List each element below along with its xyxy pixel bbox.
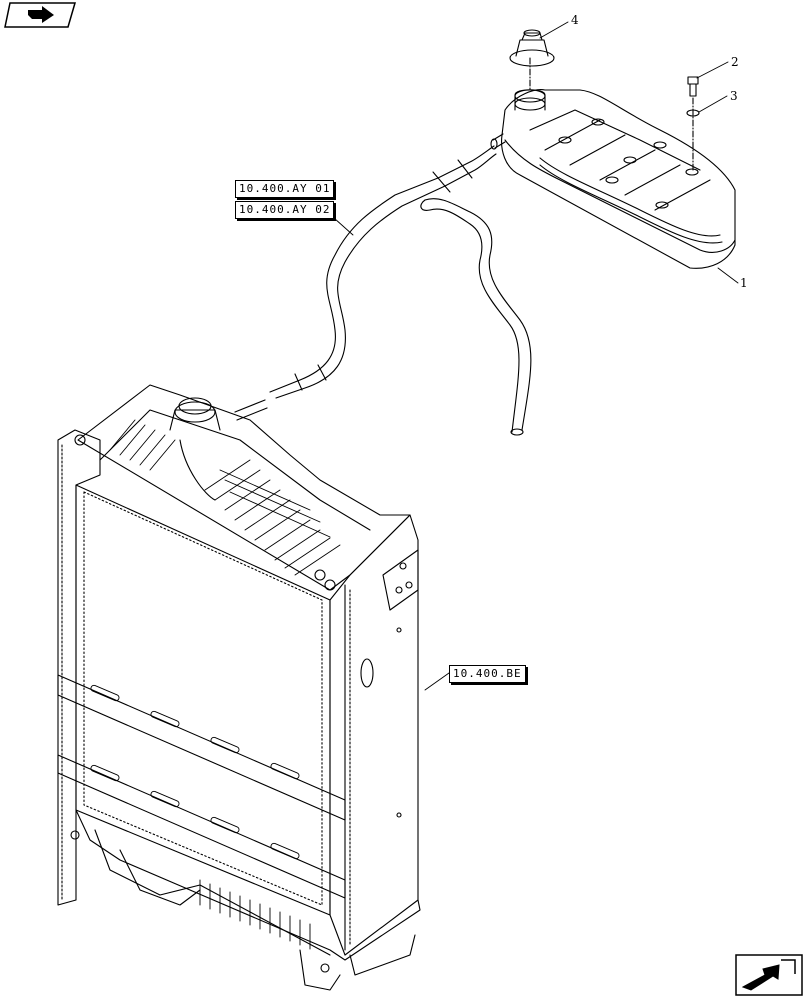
- cap: [509, 29, 555, 91]
- previous-page-button[interactable]: [4, 2, 76, 28]
- item-number-washer: 3: [730, 89, 738, 103]
- item-number-cap: 4: [571, 13, 579, 27]
- reference-link[interactable]: 10.400.BE: [449, 665, 526, 683]
- screw: [687, 76, 699, 97]
- reference-link[interactable]: 10.400.AY 01: [235, 180, 335, 198]
- coolant-hose: [269, 145, 532, 436]
- arrow-prev-icon: [4, 2, 76, 28]
- next-page-button[interactable]: [735, 954, 803, 996]
- reference-link[interactable]: 10.400.AY 02: [235, 201, 335, 219]
- item-number-screw: 2: [731, 55, 739, 69]
- arrow-next-icon: [735, 954, 803, 996]
- item-number-tank: 1: [740, 276, 748, 290]
- expansion-tank: [490, 89, 736, 269]
- radiator: [57, 384, 421, 991]
